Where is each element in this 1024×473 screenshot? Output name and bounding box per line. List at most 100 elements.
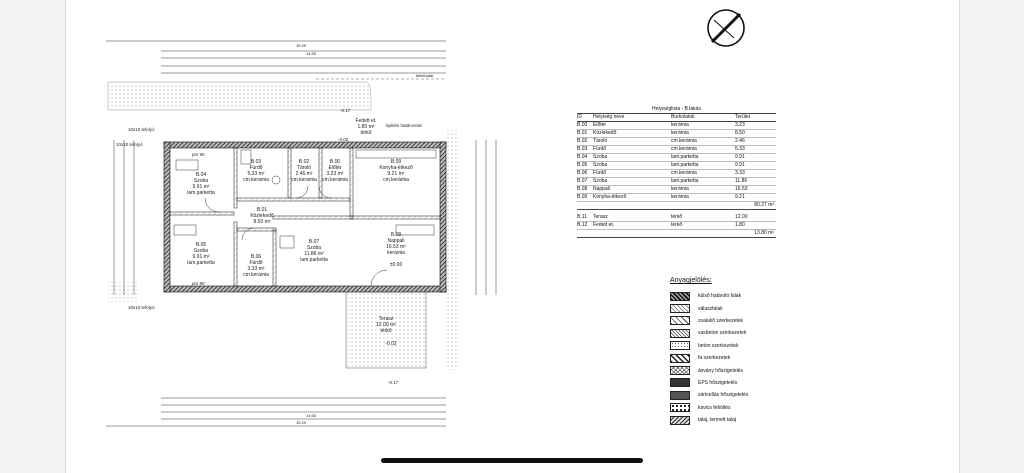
bottom-dimension-lines: [106, 397, 446, 427]
legend-label: zártcellás hőszigetelés: [698, 392, 749, 399]
room-name: Előtér: [328, 165, 341, 171]
gravel-strip-right: [445, 130, 459, 370]
room-schedule-table: Helyiséglista - B lakás ID Helyiség neve…: [577, 106, 776, 238]
legend-swatch-icon: [670, 390, 690, 400]
legend-label: válaszfalak: [698, 305, 723, 312]
room-floor: cm.kerámia: [322, 177, 348, 183]
home-indicator[interactable]: [381, 458, 643, 463]
room-name: Tároló: [297, 165, 311, 171]
drawing-sheet: 15.29 14.65 telekhatár: [66, 0, 959, 473]
table-cell: Szoba: [593, 178, 608, 184]
covered-name: Fedett et.: [355, 118, 376, 124]
dim-top-sub: 14.65: [306, 51, 317, 56]
room-floor: cm.kerámia: [291, 177, 317, 183]
table-cell: Fürdő: [593, 146, 607, 152]
room-floor: cm.kerámia: [243, 272, 269, 278]
north-arrow-icon: [707, 9, 745, 47]
table-cell: B.04: [577, 154, 588, 160]
floor-plan-svg: 15.29 14.65 telekhatár: [106, 9, 745, 427]
room-area: 3.23 m²: [327, 171, 344, 177]
terrace-area: [345, 291, 427, 369]
table-cell: 5.33: [735, 146, 745, 152]
legend-swatch-icon: [670, 316, 690, 326]
room-area: 2.46 m²: [296, 171, 313, 177]
terrace-labels: Terasz 12.00 m² térkő -0.02 Fedett et. 1…: [355, 118, 396, 347]
table-cell: 9.91: [735, 162, 745, 168]
legend-item: kavics feltöltés: [670, 402, 780, 414]
gravel-strip-left: [108, 282, 138, 302]
left-margin: [0, 0, 66, 473]
table-cell: 12.00: [735, 214, 748, 220]
table-cell: térkő: [671, 214, 683, 220]
header-cell: Helyiség neve: [593, 114, 625, 120]
legend-item: EPS hőszigetelés: [670, 377, 780, 389]
table-cell: Szoba: [593, 154, 608, 160]
top-dimension-lines: [106, 40, 446, 74]
room-area: 9.21 m²: [388, 171, 405, 177]
room-floor: lam.parketta: [300, 257, 328, 263]
room-id: B.09: [391, 159, 402, 165]
level-label: ±0.00: [390, 262, 403, 268]
legend-swatch-icon: [670, 415, 690, 425]
terrace-name: Terasz: [379, 316, 394, 322]
vent-label: 10x10 lefolyó: [128, 305, 155, 310]
table-cell: 16.53: [735, 186, 748, 192]
legend-swatch-icon: [670, 291, 690, 301]
legend-label: fa szerkezetek: [698, 355, 731, 362]
vent-label: 10x10 lefolyó: [128, 127, 155, 132]
room-id: B.01: [257, 207, 268, 213]
table-cell: kerámia: [671, 194, 689, 200]
legend-swatch-icon: [670, 328, 690, 338]
table-cell: Tároló: [593, 138, 608, 144]
legend-item: fa szerkezetek: [670, 352, 780, 364]
table-cell: Fürdő: [593, 170, 607, 176]
table-cell: térkő: [671, 222, 683, 228]
window-label: pm 90: [192, 152, 205, 157]
room-name: Szoba: [194, 248, 208, 254]
table-cell: B.07: [577, 178, 588, 184]
table-cell: kerámia: [671, 122, 689, 128]
room-area: 9.91 m²: [193, 184, 210, 190]
table-cell: 8.50: [735, 130, 745, 136]
legend-label: EPS hőszigetelés: [698, 379, 738, 386]
table-cell: 3.23: [735, 122, 745, 128]
legend-label: kavics feltöltés: [698, 404, 731, 411]
table-cell: kerámia: [671, 186, 689, 192]
legend-swatch-icon: [670, 304, 690, 314]
dim-top-total: 15.29: [296, 43, 307, 48]
legend-label: zsalukő szerkezetek: [698, 317, 744, 324]
table-cell: B.03: [577, 146, 588, 152]
table-cell: 1.80: [735, 222, 745, 228]
room-id: B.02: [299, 159, 310, 165]
table-cell: B.12: [577, 222, 588, 228]
legend-swatch-icon: [670, 353, 690, 363]
header-cell: Terület: [735, 114, 751, 120]
legend-item: vasbeton szerkezetek: [670, 327, 780, 339]
table-cell: Szoba: [593, 162, 608, 168]
room-floor: cm.kerámia: [383, 177, 409, 183]
room-floor: cm.kerámia: [243, 177, 269, 183]
covered-floor: térkő: [360, 130, 371, 136]
room-name: Fürdő: [249, 260, 262, 266]
table-cell: B.01: [577, 130, 588, 136]
legend-label: beton szerkezetek: [698, 342, 739, 349]
level-label: -0.17: [388, 380, 399, 385]
room-id: B.05: [196, 242, 207, 248]
table-title: Helyiséglista - B lakás: [577, 106, 776, 114]
room-floor: lam.parketta: [187, 260, 215, 266]
table-cell: lam.parketta: [671, 162, 699, 168]
table-cell: Konyha-étkező: [593, 194, 627, 200]
table-cell: 2.46: [735, 138, 745, 144]
room-id: B.04: [196, 172, 207, 178]
table-extra-total: 13.80 m²: [577, 230, 776, 238]
legend-item: ásvány hőszigetelés: [670, 364, 780, 376]
room-area: 8.50 m²: [254, 219, 271, 225]
covered-area: 1.80 m²: [358, 124, 375, 130]
legend-swatch-icon: [670, 378, 690, 388]
